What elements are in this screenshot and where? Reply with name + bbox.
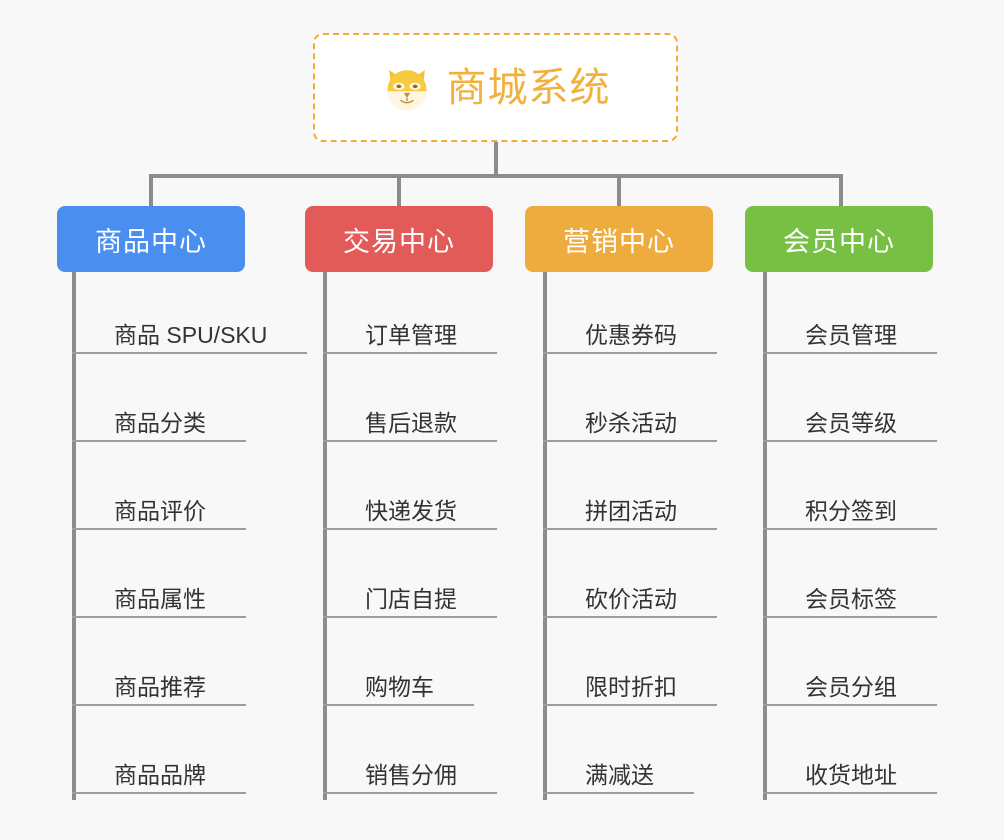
leaf-item[interactable]: 快递发货 (323, 448, 497, 536)
category-header-member-center[interactable]: 会员中心 (745, 206, 933, 272)
leaf-item[interactable]: 拼团活动 (543, 448, 717, 536)
leaf-item[interactable]: 砍价活动 (543, 536, 717, 624)
leaf-item-label: 商品分类 (72, 409, 246, 442)
leaf-item-label: 会员分组 (763, 673, 937, 706)
connector-drop-column-1 (149, 174, 153, 208)
connector-drop-column-3 (617, 174, 621, 208)
leaf-item-label: 商品 SPU/SKU (72, 321, 308, 354)
leaf-item[interactable]: 商品评价 (72, 448, 246, 536)
leaf-item-label: 拼团活动 (543, 497, 717, 530)
leaf-item[interactable]: 积分签到 (763, 448, 937, 536)
leaf-item[interactable]: 门店自提 (323, 536, 497, 624)
leaf-item[interactable]: 商品分类 (72, 360, 246, 448)
leaf-item-label: 会员等级 (763, 409, 937, 442)
leaf-item[interactable]: 满减送 (543, 712, 694, 800)
leaf-item[interactable]: 收货地址 (763, 712, 937, 800)
leaf-item-label: 会员管理 (763, 321, 937, 354)
connector-drop-column-2 (397, 174, 401, 208)
leaf-item[interactable]: 限时折扣 (543, 624, 717, 712)
category-header-product-center[interactable]: 商品中心 (57, 206, 245, 272)
leaf-item-label: 订单管理 (323, 321, 497, 354)
category-header-transaction-center[interactable]: 交易中心 (305, 206, 493, 272)
connector-drop-column-4 (839, 174, 843, 208)
leaf-item[interactable]: 秒杀活动 (543, 360, 717, 448)
column-spine (763, 272, 767, 800)
leaf-item[interactable]: 优惠券码 (543, 272, 717, 360)
leaf-item-label: 积分签到 (763, 497, 937, 530)
leaf-item-label: 商品推荐 (72, 673, 246, 706)
root-node-title: 商城系统 (446, 65, 611, 110)
leaf-item-label: 商品属性 (72, 585, 246, 618)
leaf-item-label: 商品评价 (72, 497, 246, 530)
leaf-item[interactable]: 会员分组 (763, 624, 937, 712)
connector-root-stem (494, 142, 498, 176)
connector-horizontal-bus (149, 174, 843, 178)
leaf-item-label: 售后退款 (323, 409, 497, 442)
leaf-item-label: 销售分佣 (323, 761, 497, 794)
leaf-item[interactable]: 售后退款 (323, 360, 497, 448)
leaf-item-label: 秒杀活动 (543, 409, 717, 442)
leaf-item-label: 会员标签 (763, 585, 937, 618)
root-node-shop-system[interactable]: 商城系统 (313, 33, 678, 142)
leaf-item[interactable]: 商品属性 (72, 536, 246, 624)
leaf-item[interactable]: 销售分佣 (323, 712, 497, 800)
category-header-label: 交易中心 (343, 226, 455, 257)
leaf-item[interactable]: 会员标签 (763, 536, 937, 624)
category-header-label: 商品中心 (95, 226, 207, 257)
category-header-marketing-center[interactable]: 营销中心 (525, 206, 713, 272)
leaf-item[interactable]: 商品推荐 (72, 624, 246, 712)
leaf-item-label: 门店自提 (323, 585, 497, 618)
column-spine (323, 272, 327, 800)
leaf-item-label: 收货地址 (763, 761, 937, 794)
leaf-item-label: 优惠券码 (543, 321, 717, 354)
leaf-item[interactable]: 商品品牌 (72, 712, 246, 800)
category-header-label: 营销中心 (563, 226, 675, 257)
column-spine (72, 272, 76, 800)
leaf-item-label: 商品品牌 (72, 761, 246, 794)
leaf-item[interactable]: 会员管理 (763, 272, 937, 360)
leaf-item[interactable]: 商品 SPU/SKU (72, 272, 308, 360)
leaf-item-label: 满减送 (543, 761, 694, 794)
category-header-label: 会员中心 (783, 226, 895, 257)
leaf-item-label: 快递发货 (323, 497, 497, 530)
leaf-item-label: 购物车 (323, 673, 474, 706)
leaf-item[interactable]: 订单管理 (323, 272, 497, 360)
leaf-item[interactable]: 会员等级 (763, 360, 937, 448)
column-spine (543, 272, 547, 800)
leaf-item[interactable]: 购物车 (323, 624, 474, 712)
shiba-dog-face-icon (381, 62, 433, 114)
leaf-item-label: 砍价活动 (543, 585, 717, 618)
leaf-item-label: 限时折扣 (543, 673, 717, 706)
